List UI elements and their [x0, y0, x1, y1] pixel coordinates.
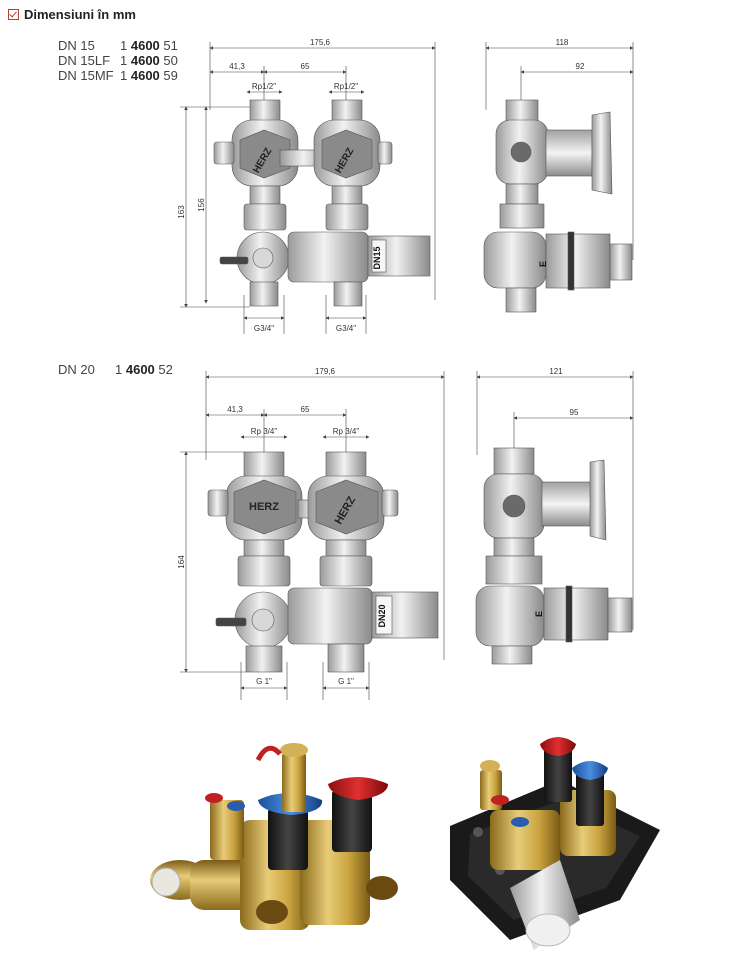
- dim-inner-height: 156: [197, 198, 206, 212]
- section-title-text: Dimensiuni în mm: [24, 7, 136, 22]
- dim-pitch: 65: [301, 62, 310, 71]
- front-view-dn20: [180, 371, 445, 700]
- code-suffix: 50: [163, 53, 178, 68]
- side-total-width: 121: [549, 367, 563, 376]
- code-row: DN 15 1 4600 51: [58, 38, 178, 53]
- code-row: DN 15MF 1 4600 59: [58, 68, 178, 83]
- code-main: 4600: [125, 362, 155, 377]
- side-view-dn20: [475, 371, 634, 665]
- code-prefix: 1: [120, 38, 128, 53]
- dim-total-height: 164: [177, 555, 186, 569]
- dim-total-width: 179,6: [315, 367, 336, 376]
- code-suffix: 59: [163, 68, 178, 83]
- dim-total-width: 175,6: [310, 38, 331, 47]
- codes-dn15: DN 15 1 4600 51 DN 15LF 1 4600 50 DN 15MF 1…: [58, 38, 178, 83]
- section-title: Dimensiuni în mm: [8, 7, 136, 22]
- thread-top-left: Rp 3/4": [251, 427, 278, 436]
- code-main: 4600: [130, 38, 160, 53]
- thread-top-right: Rp 3/4": [333, 427, 360, 436]
- code-suffix: 52: [158, 362, 173, 377]
- dn-label: DN 15MF: [58, 68, 114, 83]
- brand-logo: HERZ: [249, 501, 279, 513]
- code-row: DN 20 1 4600 52: [58, 362, 173, 377]
- code-row: DN 15LF 1 4600 50: [58, 53, 178, 68]
- thread-top-left: Rp1/2": [252, 82, 276, 91]
- checkbox-icon: [8, 9, 19, 20]
- thread-bottom-right: G 1": [338, 677, 354, 686]
- side-view-dn15: [483, 42, 634, 313]
- codes-dn20: DN 20 1 4600 52: [58, 362, 173, 377]
- dim-pitch: 65: [301, 405, 310, 414]
- side-handle-width: 92: [576, 62, 585, 71]
- code-main: 4600: [130, 68, 160, 83]
- code-main: 4600: [130, 53, 160, 68]
- code-prefix: 1: [120, 53, 128, 68]
- dimension-lines: [180, 42, 436, 334]
- dim-left-offset: 41,3: [227, 405, 243, 414]
- product-photo-insulated: [450, 737, 660, 950]
- side-mark: E: [538, 261, 548, 267]
- size-label: DN20: [377, 604, 387, 627]
- side-handle-width: 95: [570, 408, 579, 417]
- dn-label: DN 15LF: [58, 53, 111, 68]
- thread-bottom-left: G3/4": [254, 324, 274, 333]
- code-suffix: 51: [163, 38, 178, 53]
- dim-total-height: 163: [177, 205, 186, 219]
- size-label: DN15: [372, 246, 382, 269]
- code-prefix: 1: [115, 362, 123, 377]
- code-prefix: 1: [120, 68, 128, 83]
- side-mark: E: [534, 611, 544, 617]
- dim-left-offset: 41,3: [229, 62, 245, 71]
- side-total-width: 118: [556, 38, 569, 47]
- product-photo-brass: [150, 743, 398, 930]
- front-view-dn15: [180, 42, 436, 334]
- thread-bottom-right: G3/4": [336, 324, 356, 333]
- thread-top-right: Rp1/2": [334, 82, 358, 91]
- dn-label: DN 20: [58, 362, 95, 377]
- dn-label: DN 15: [58, 38, 95, 53]
- thread-bottom-left: G 1": [256, 677, 272, 686]
